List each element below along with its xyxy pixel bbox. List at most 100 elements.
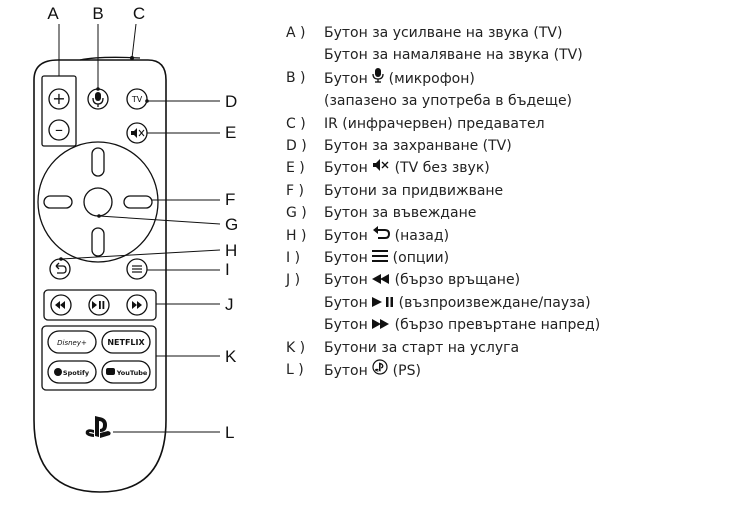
legend-letter: C )	[286, 115, 306, 132]
legend-letter: K )	[286, 339, 306, 356]
dpad-down-button[interactable]	[91, 227, 105, 257]
options-button[interactable]	[126, 258, 148, 280]
rewind-icon	[55, 301, 65, 309]
legend-line: Бутони за старт на услуга	[324, 339, 520, 356]
remote-body	[33, 59, 167, 493]
legend-line-suffix: (TV без звук)	[390, 160, 490, 177]
netflix-label: NETFLIX	[107, 338, 145, 347]
legend-item: A ) Бутон за усилване на звука (TV) Бутон …	[286, 22, 736, 67]
legend-letter: A )	[286, 25, 306, 41]
back-button[interactable]	[49, 258, 71, 280]
legend-line: Бутон (опции)	[324, 247, 736, 269]
legend-item: I )Бутон (опции)	[286, 247, 736, 269]
callout-g: G	[225, 215, 238, 234]
legend-letter: B )	[286, 69, 306, 86]
legend-item: L ) Бутон (PS)	[286, 359, 736, 382]
leader-c	[131, 23, 137, 59]
tv-power-button[interactable]	[126, 88, 148, 110]
legend-line: Бутон за намаляване на звука (TV)	[324, 47, 583, 64]
ps-logo-icon	[85, 416, 111, 438]
volume-up-label: +	[52, 89, 65, 108]
legend-letter: D )	[286, 138, 307, 155]
options-icon	[132, 265, 142, 273]
callout-i: I	[225, 260, 230, 279]
play-pause-button[interactable]	[88, 294, 110, 316]
legend-item: E ) Бутон (TV без звук)	[286, 157, 736, 179]
legend-line-suffix: (бързо превъртане напред)	[390, 317, 601, 334]
legend-line: (запазено за употреба в бъдеще)	[324, 93, 573, 110]
microphone-icon	[92, 92, 104, 107]
legend-letter: H )	[286, 227, 307, 244]
legend-line-prefix: Бутон	[324, 317, 373, 334]
legend-item: F )Бутони за придвижване	[286, 180, 736, 202]
legend-item: G ) Бутон за въвеждане	[286, 202, 736, 224]
legend-letter: L )	[286, 362, 304, 379]
legend-line: Бутон за захранване (TV)	[324, 138, 512, 155]
rewind-icon	[372, 269, 390, 291]
legend-line-prefix: Бутон	[324, 272, 373, 289]
fast-forward-icon	[132, 301, 142, 309]
legend-line: Бутон (PS)	[324, 359, 736, 382]
legend-line: Бутон (микрофон)	[324, 67, 736, 90]
disney-plus-label: Disney+	[57, 339, 87, 347]
legend-item: C )IR (инфрачервен) предавател	[286, 113, 736, 135]
legend-line-suffix: (възпроизвеждане/пауза)	[394, 294, 591, 311]
leader-dot-g	[97, 214, 101, 218]
fast-forward-icon	[372, 314, 390, 336]
dpad-left-button[interactable]	[43, 195, 73, 209]
volume-down-button[interactable]	[48, 119, 70, 141]
legend-list: A ) Бутон за усилване на звука (TV) Бутон …	[286, 22, 736, 383]
legend-line-suffix: (микрофон)	[384, 70, 475, 87]
dpad-right-button[interactable]	[123, 195, 153, 209]
legend-line-prefix: Бутон	[324, 70, 373, 87]
enter-button[interactable]	[83, 187, 113, 217]
back-arrow-icon	[372, 225, 391, 247]
microphone-icon	[372, 67, 384, 90]
service-group-outline	[41, 325, 157, 391]
disney-plus-button[interactable]	[47, 330, 97, 354]
tv-power-label: TV	[131, 95, 143, 104]
remote-diagram: + – TV D	[33, 4, 238, 493]
spotify-label: Spotify	[63, 369, 90, 377]
legend-line: Бутон (бързо връщане)	[324, 269, 736, 291]
legend-item: B ) Бутон (микрофон) (запазено за употреба…	[286, 67, 736, 113]
mute-icon	[131, 128, 145, 138]
legend-line: Бутон (TV без звук)	[324, 157, 736, 179]
fast-forward-button[interactable]	[126, 294, 148, 316]
legend-letter: J )	[286, 272, 301, 289]
youtube-logo-icon	[106, 368, 115, 375]
legend-item: J )Бутон (бързо връщане)Бутон (възпроизв…	[286, 269, 736, 336]
legend-line-suffix: (опции)	[388, 250, 450, 267]
callout-b: B	[92, 4, 103, 23]
dpad-up-button[interactable]	[91, 147, 105, 177]
leader-dot-c	[130, 56, 134, 60]
youtube-button[interactable]	[101, 360, 151, 384]
callout-d: D	[225, 92, 237, 111]
leader-g	[98, 215, 221, 225]
callout-e: E	[225, 123, 236, 142]
dpad-ring	[37, 141, 159, 263]
legend-line: Бутони за придвижване	[324, 182, 504, 199]
callout-k: K	[225, 347, 237, 366]
options-icon	[372, 247, 389, 269]
ps-circle-icon	[372, 359, 388, 382]
legend-line-prefix: Бутон	[324, 160, 373, 177]
callout-h: H	[225, 241, 237, 260]
rewind-button[interactable]	[50, 294, 72, 316]
legend-item: H )Бутон (назад)	[286, 225, 736, 247]
spotify-button[interactable]	[47, 360, 97, 384]
netflix-button[interactable]	[101, 330, 151, 354]
volume-up-button[interactable]	[48, 88, 70, 110]
leader-dot-d	[145, 99, 149, 103]
media-group-outline	[43, 289, 157, 321]
legend-line-prefix: Бутон	[324, 294, 373, 311]
legend-letter: E )	[286, 160, 305, 177]
legend-line: Бутон за усилване на звука (TV)	[324, 25, 563, 41]
play-pause-icon	[92, 301, 105, 309]
leader-h	[60, 249, 221, 260]
legend-line: Бутон за въвеждане	[324, 205, 477, 222]
ps-button[interactable]	[85, 416, 111, 438]
legend-line-suffix: (назад)	[390, 227, 450, 244]
legend-letter: G )	[286, 205, 307, 222]
callout-c: C	[133, 4, 145, 23]
